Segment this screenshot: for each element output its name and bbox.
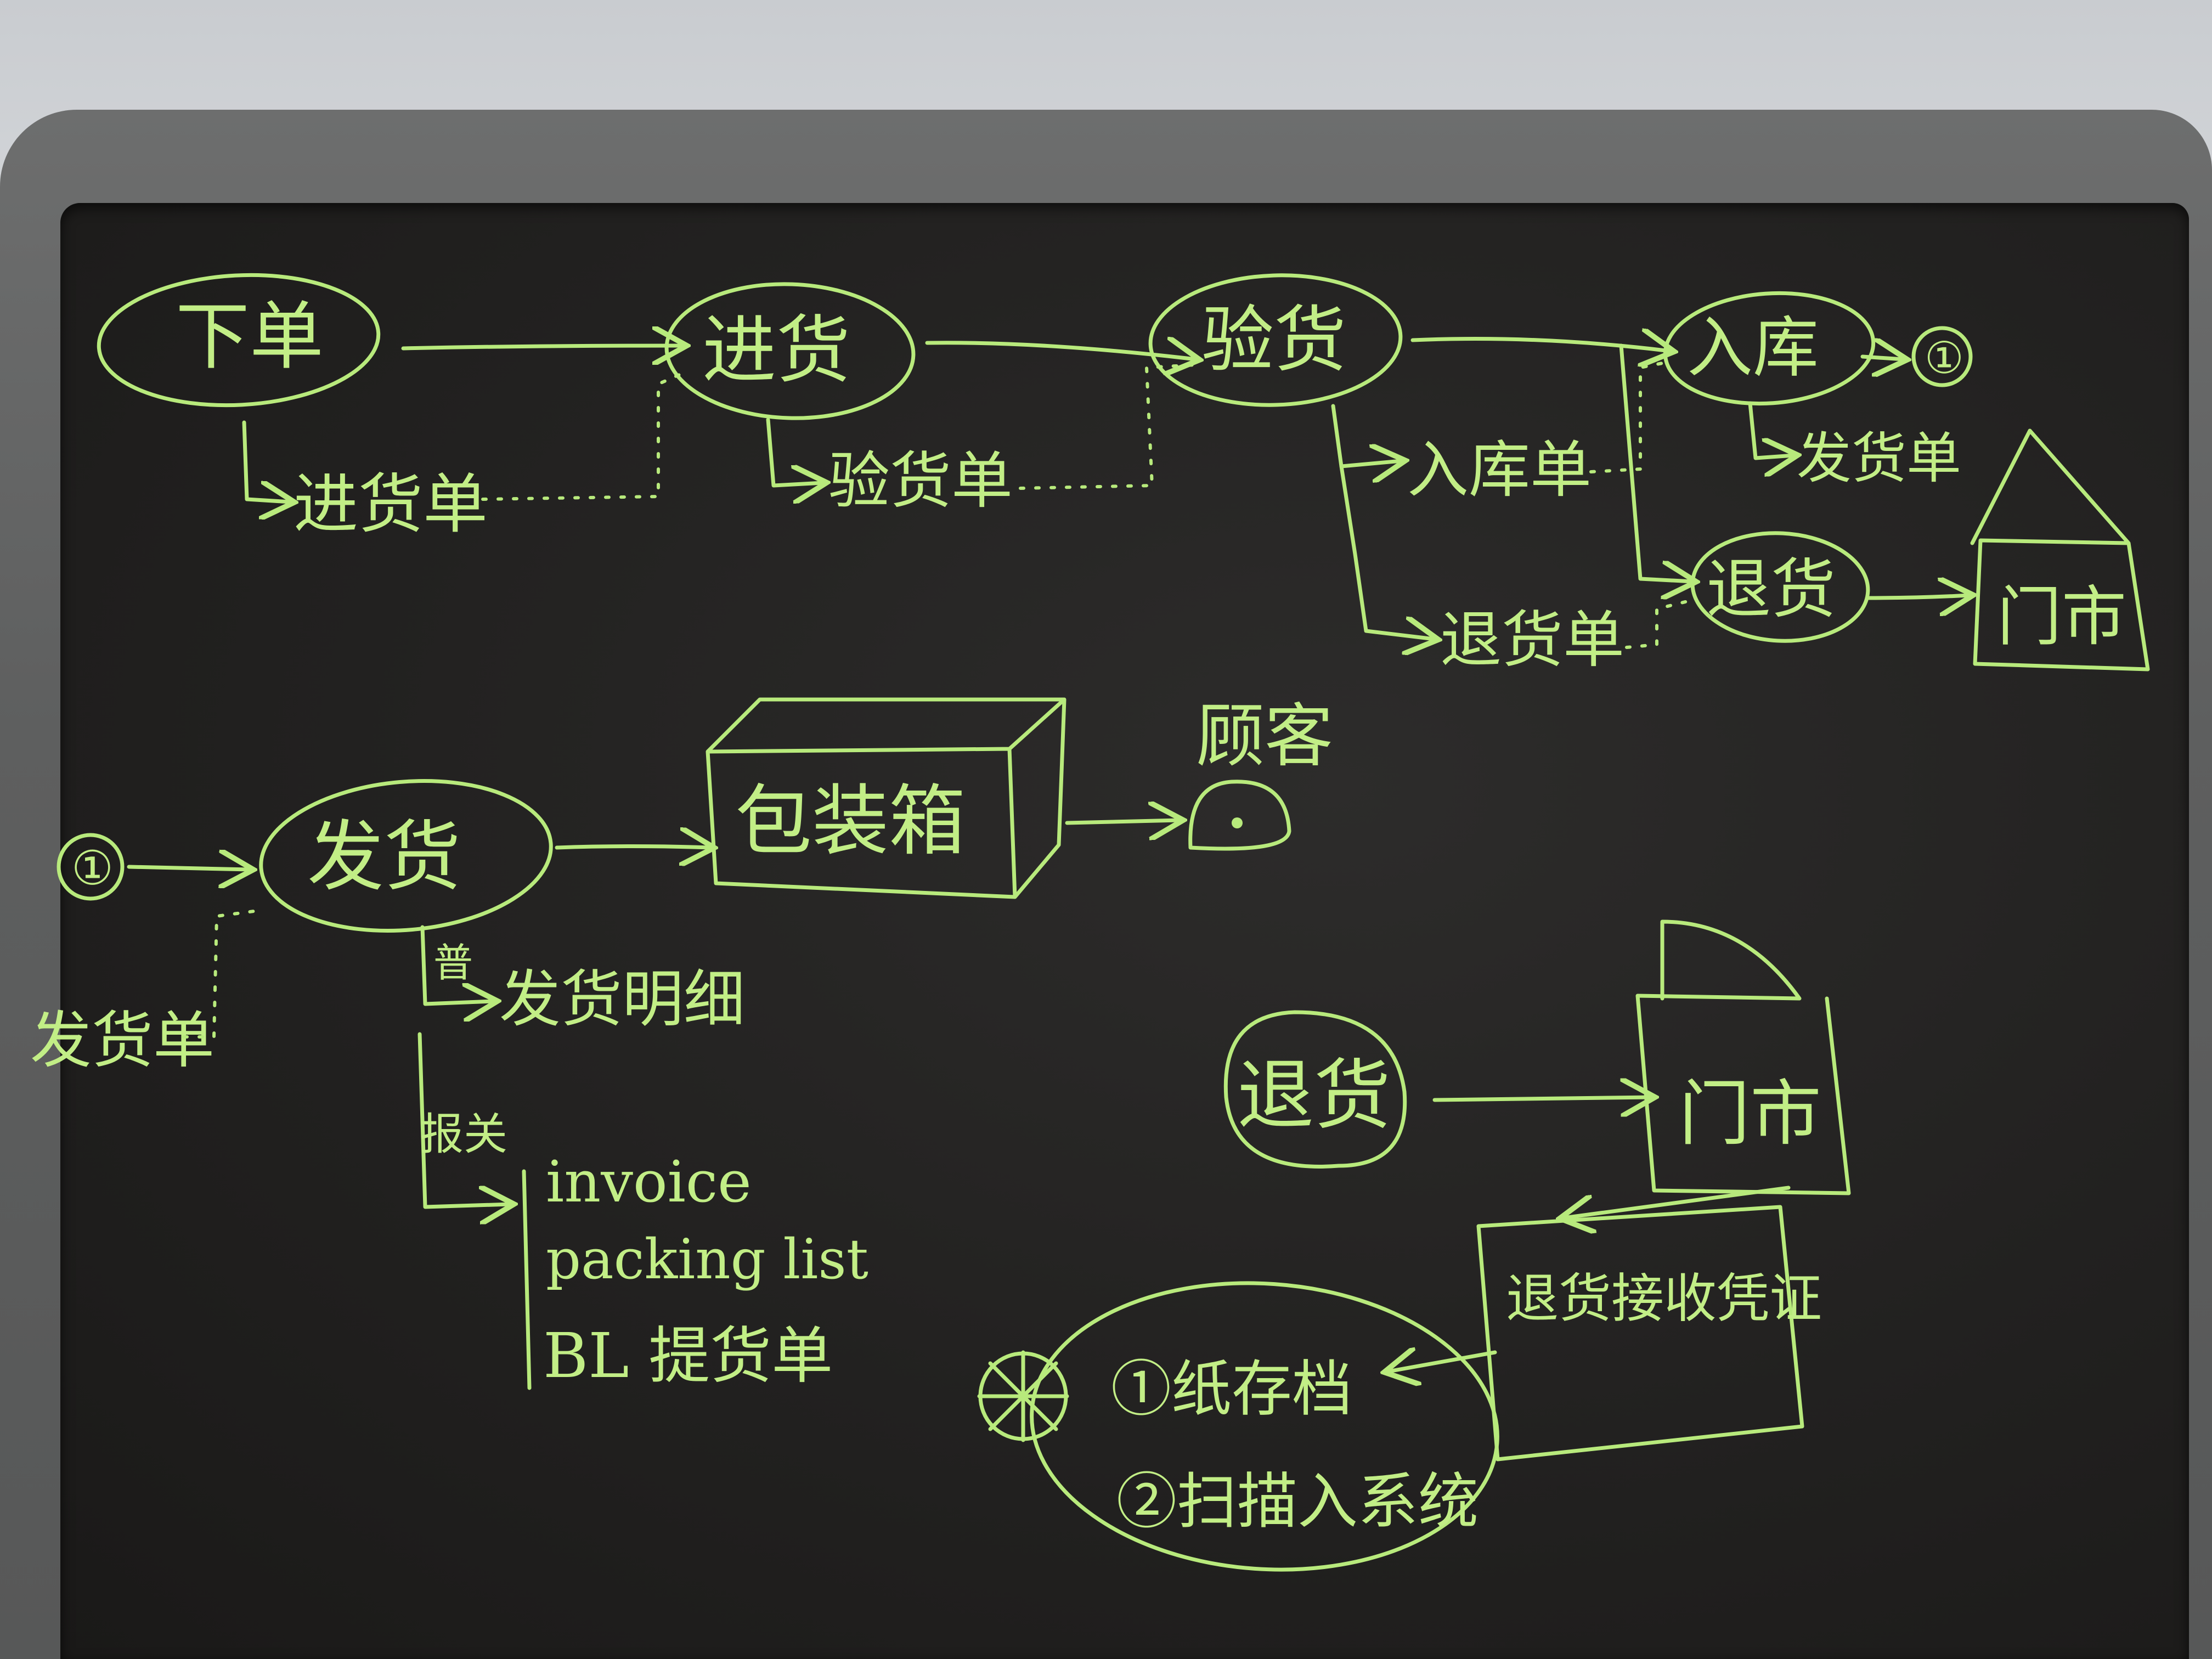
- node-order-label: 下单: [176, 294, 324, 380]
- customer-label: 顾客: [1196, 697, 1333, 776]
- node-inspect: [1148, 273, 1403, 407]
- doc-inspect-return: 退货单: [1440, 605, 1624, 676]
- node-purchase-label: 进货: [702, 307, 850, 393]
- dotted-return-doc-to-return: [1625, 599, 1691, 649]
- branch-purchase-doc: [766, 417, 823, 486]
- node-order: [97, 273, 381, 408]
- node-stockin-label: 入库: [1687, 310, 1819, 386]
- box-outline: [706, 697, 1066, 899]
- branch-inspect-doc-in: [1331, 404, 1402, 466]
- node-purchase: [664, 282, 916, 420]
- customs-item-3: BL 提货单: [543, 1321, 833, 1392]
- arrow-stockin-to-connector: [1860, 357, 1904, 359]
- branch-stockin-doc: [1748, 401, 1794, 458]
- arrow-purchase-to-inspect: [925, 343, 1196, 359]
- node-return-top-label: 退货: [1706, 551, 1836, 627]
- doc-stockin: 发货单: [1797, 426, 1961, 490]
- arrow-branch-to-return: [1619, 343, 1692, 582]
- customs-item-1: invoice: [546, 1148, 752, 1215]
- doc-order: 进货单: [294, 466, 488, 542]
- branch-order-doc: [242, 420, 291, 502]
- arrow-box-to-customer: [1065, 820, 1180, 823]
- connector-in-label: ①: [71, 841, 114, 896]
- doc-inspect-in: 入库单: [1407, 435, 1592, 506]
- arrow-receipt-to-archive: [1388, 1352, 1497, 1372]
- doc-purchase: 验货单: [828, 445, 1013, 517]
- customer-dot: [1232, 817, 1243, 828]
- receipt-label: 退货接收凭证: [1506, 1268, 1822, 1329]
- customs-list-bracket: [522, 1169, 532, 1390]
- normal-tag: 普: [433, 940, 473, 986]
- arrow-return-bottom-to-store: [1432, 1097, 1651, 1100]
- dotted-ship-doc-to-ship: [182, 909, 259, 1039]
- branch-ship-normal: [420, 925, 494, 1004]
- connector-out: [1911, 326, 1973, 387]
- branch-ship-customs: [417, 1032, 510, 1207]
- store-bottom-label: 门市: [1679, 1072, 1821, 1155]
- store-top-label: 门市: [1997, 579, 2126, 654]
- receipt-box: [1476, 1205, 1804, 1462]
- node-inspect-label: 验货: [1201, 298, 1346, 382]
- connector-out-label: ①: [1925, 332, 1964, 383]
- dotted-order-doc-to-purchase: [481, 371, 685, 501]
- store-house-top: [1970, 428, 2150, 672]
- customs-tag: 报关: [420, 1109, 507, 1160]
- node-return-bottom-label: 退货: [1237, 1051, 1391, 1141]
- archive-step-1: ①纸存档: [1111, 1354, 1352, 1424]
- arrow-order-to-purchase: [401, 346, 683, 348]
- node-return-bottom: [1223, 1010, 1407, 1169]
- branch-inspect-doc-return: [1339, 464, 1435, 639]
- node-return-top: [1690, 531, 1870, 643]
- customer-shape: [1188, 780, 1291, 851]
- node-ship-label: 发货: [307, 812, 461, 902]
- connector-in: [57, 833, 125, 901]
- box-label: 包装箱: [735, 777, 966, 866]
- arrow-ship-to-box: [555, 847, 710, 848]
- archive-ellipse: [1030, 1281, 1499, 1572]
- normal-item: 发货明细: [499, 964, 745, 1035]
- arrow-connector-to-ship: [127, 867, 250, 870]
- arrow-inspect-to-stockin: [1410, 339, 1671, 352]
- customs-item-2: packing list: [546, 1227, 868, 1291]
- doc-ship: 发货单: [30, 1005, 215, 1076]
- wheel-icon-spokes: [977, 1350, 1069, 1442]
- archive-step-2: ②扫描入系统: [1116, 1466, 1479, 1537]
- store-bottom-shape: [1635, 919, 1851, 1195]
- dotted-purchase-doc-to-inspect: [1019, 363, 1198, 490]
- node-ship: [259, 779, 553, 933]
- arrow-store-to-receipt: [1564, 1186, 1791, 1218]
- arrow-return-to-store: [1866, 595, 1970, 598]
